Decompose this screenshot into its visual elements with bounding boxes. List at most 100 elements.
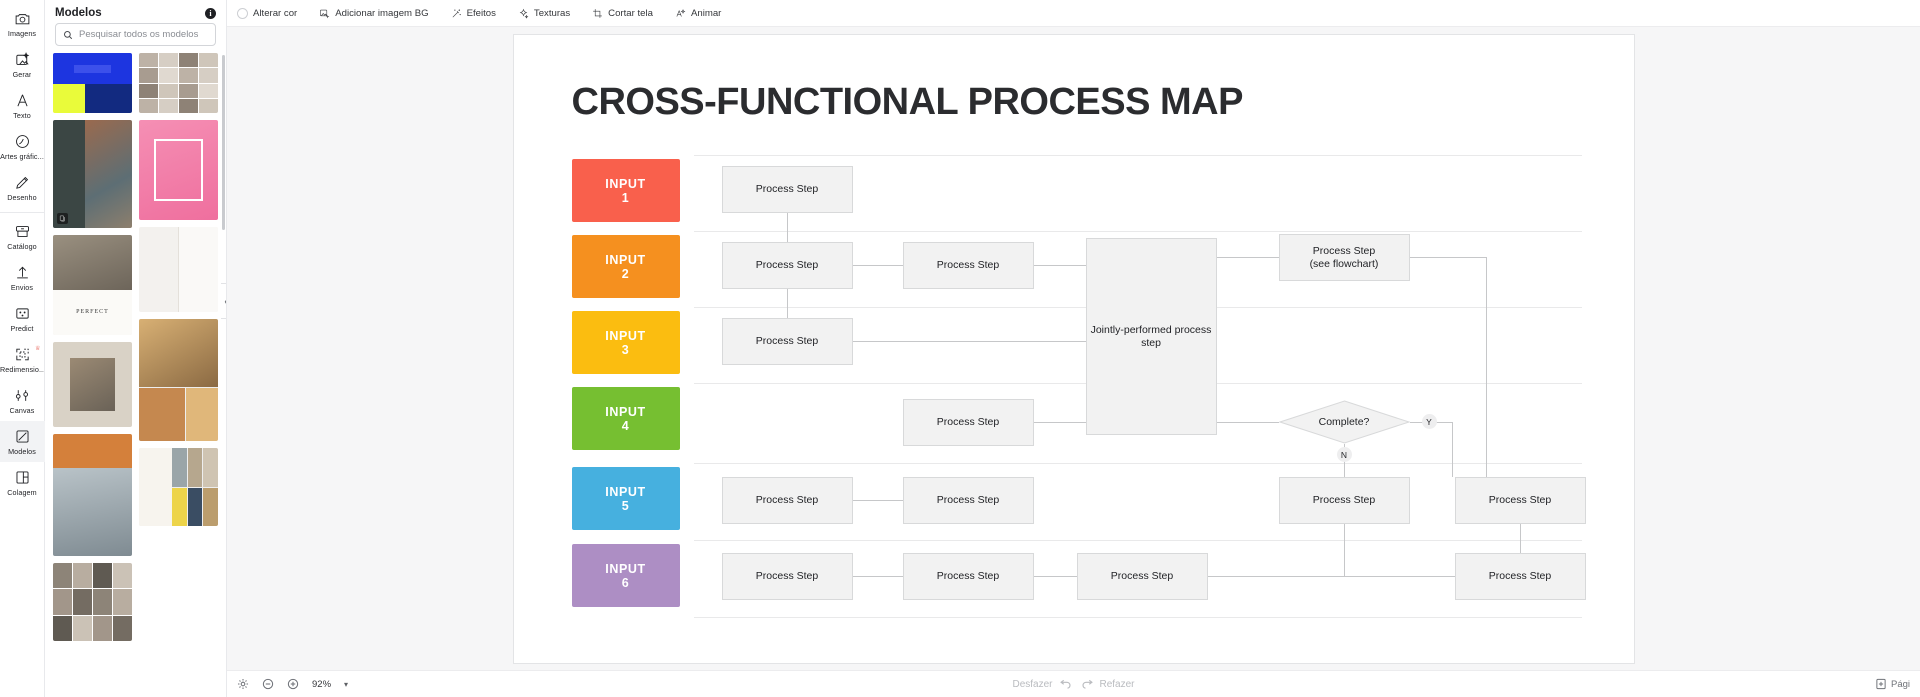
page-title: CROSS-FUNCTIONAL PROCESS MAP [571, 81, 1244, 123]
panel-title: Modelos [55, 7, 102, 19]
swimlane-label-number: 5 [621, 498, 630, 513]
redo-button[interactable]: Refazer [1081, 678, 1135, 691]
textures-icon [518, 8, 529, 19]
process-step-node[interactable]: Process Step [1454, 477, 1586, 524]
lane-divider [693, 155, 1582, 156]
process-step-label: Process Step (see flowchart) [1309, 244, 1379, 270]
zoom-in-icon[interactable] [287, 678, 299, 690]
process-step-node[interactable]: Process Step [902, 553, 1034, 600]
process-step-node[interactable]: Process Step (see flowchart) [1278, 234, 1410, 281]
rail-item-cat-logo[interactable]: Catálogo [0, 212, 45, 257]
process-step-node[interactable]: Process Step [902, 399, 1034, 446]
swimlane-label-top: INPUT [605, 484, 646, 499]
chevron-down-icon[interactable]: ▾ [344, 679, 349, 689]
process-step-node[interactable]: Process Step [721, 318, 853, 365]
panel-scrollbar[interactable] [221, 55, 225, 230]
animate-icon [675, 8, 686, 19]
zoom-level[interactable]: 92% [312, 678, 332, 690]
swimlane-label-top: INPUT [605, 561, 646, 576]
rail-item-imagens[interactable]: Imagens [0, 3, 45, 44]
process-step-node[interactable]: Process Step [721, 242, 853, 289]
search-wrapper [45, 23, 226, 53]
add-page-button[interactable]: Pági [1875, 678, 1910, 690]
process-step-label: Process Step [936, 494, 1000, 506]
process-step-node[interactable]: Process Step [721, 477, 853, 524]
template-thumbnail[interactable] [53, 434, 132, 556]
template-thumbnail[interactable] [53, 53, 132, 113]
swimlane-label-number: 2 [621, 266, 630, 281]
template-thumbnail[interactable] [139, 227, 218, 312]
diamond-shape-icon [1278, 400, 1410, 444]
template-thumbnail[interactable]: PERFECT [53, 235, 132, 335]
camera-icon [14, 10, 31, 27]
rail-item-desenho[interactable]: Desenho [0, 167, 45, 208]
rail-item-redimensio[interactable]: Redimensio...♕ [0, 339, 45, 380]
toolbar-efeitos[interactable]: Efeitos [451, 8, 496, 19]
rail-item-texto[interactable]: Texto [0, 85, 45, 126]
upload-icon [14, 264, 31, 281]
template-thumbnail[interactable] [139, 53, 218, 113]
process-step-label: Process Step [755, 494, 819, 506]
template-thumbnail[interactable] [139, 448, 218, 526]
swimlane-label-number: 4 [621, 418, 630, 433]
connector-line [786, 213, 788, 242]
process-step-node[interactable]: Process Step [902, 477, 1034, 524]
rail-item-colagem[interactable]: Colagem [0, 462, 45, 503]
process-step-node[interactable]: Process Step [1454, 553, 1586, 600]
undo-button[interactable]: Desfazer [1012, 678, 1071, 691]
text-icon [14, 92, 31, 109]
rail-item-envios[interactable]: Envios [0, 257, 45, 298]
template-thumbnail[interactable] [139, 319, 218, 441]
swimlane-label-top: INPUT [605, 252, 646, 267]
template-thumbnail[interactable] [139, 120, 218, 220]
rail-item-artes-gr-fic[interactable]: Artes gráfic... [0, 126, 45, 167]
gear-icon[interactable] [237, 678, 249, 690]
connector-line [1451, 422, 1453, 477]
process-step-node[interactable]: Process Step [1278, 477, 1410, 524]
process-step-node[interactable]: Process Step [721, 553, 853, 600]
rail-item-predict[interactable]: Predict [0, 298, 45, 339]
toolbar-cortar-tela[interactable]: Cortar tela [592, 8, 653, 19]
process-step-node[interactable]: Jointly-performed process step [1085, 238, 1217, 435]
add-page-icon [1876, 678, 1886, 690]
process-step-label: Process Step [755, 259, 819, 271]
info-icon[interactable]: i [205, 7, 216, 19]
swimlane-label-number: 6 [621, 575, 630, 590]
process-step-label: Process Step [1488, 570, 1552, 582]
zoom-out-icon[interactable] [262, 678, 274, 690]
rail-item-label: Imagens [7, 28, 37, 38]
connector-line [1343, 524, 1345, 576]
search-input[interactable] [79, 29, 208, 40]
rail-item-gerar[interactable]: Gerar [0, 44, 45, 85]
catalog-icon [14, 223, 31, 240]
template-thumbnail[interactable] [53, 342, 132, 427]
connector-line [1485, 257, 1487, 477]
toolbar-item-label: Adicionar imagem BG [335, 7, 429, 19]
search-box[interactable] [55, 23, 216, 46]
decision-diamond[interactable]: Complete? [1278, 400, 1410, 444]
template-thumbnail[interactable] [53, 120, 132, 228]
thumbnail-column-right [139, 53, 218, 641]
toolbar-texturas[interactable]: Texturas [518, 8, 570, 19]
rail-item-canvas[interactable]: Canvas [0, 380, 45, 421]
toolbar-adicionar-imagem-bg[interactable]: Adicionar imagem BG [319, 7, 429, 19]
toolbar-alterar-cor[interactable]: Alterar cor [237, 7, 297, 19]
rail-item-modelos[interactable]: Modelos [0, 421, 45, 462]
connector-line [1033, 576, 1077, 577]
process-step-node[interactable]: Process Step [1076, 553, 1208, 600]
template-thumbnail[interactable] [53, 563, 132, 641]
magic-image-icon [14, 51, 31, 68]
collapse-panel-button[interactable]: ❮ [221, 283, 226, 319]
process-step-node[interactable]: Process Step [721, 166, 853, 213]
process-step-node[interactable]: Process Step [902, 242, 1034, 289]
toolbar-animar[interactable]: Animar [675, 8, 721, 19]
